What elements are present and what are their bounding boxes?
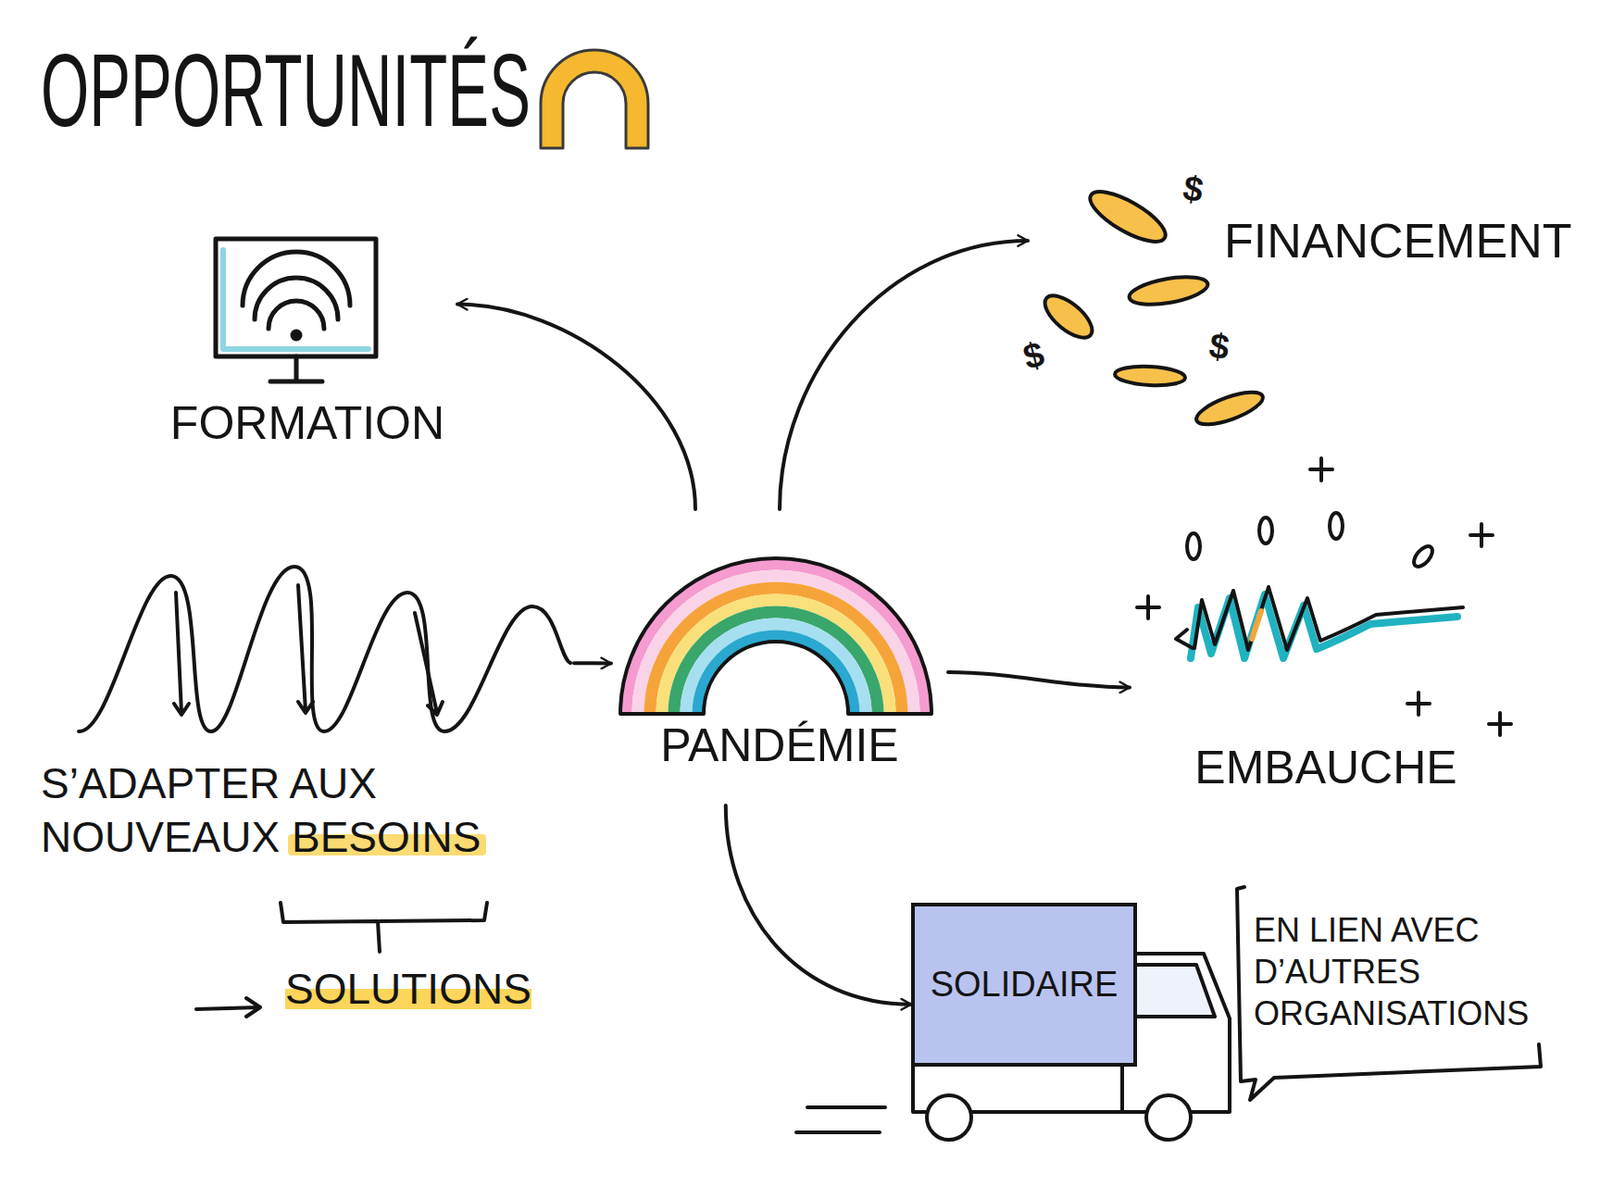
- solutions-arrow: [196, 998, 261, 1017]
- diagram-title: OPPORTUNITÉS: [40, 33, 531, 148]
- hands-icon: [1488, 712, 1512, 736]
- coins-icon: [1083, 182, 1173, 251]
- connector-arrow: [725, 805, 912, 1005]
- adaptation-node: S’ADAPTER AUX NOUVEAUX BESOINS: [37, 555, 575, 908]
- truck-icon: [1133, 964, 1215, 1017]
- wave-icon: [78, 566, 571, 732]
- monitor-icon: [215, 238, 376, 382]
- connector-arrow: [779, 240, 1028, 510]
- node-label: FORMATION: [157, 398, 458, 450]
- rainbow-icon: [650, 587, 902, 714]
- hands-icon: [1410, 543, 1436, 571]
- rainbow-icon: [662, 600, 890, 714]
- formation-node: FORMATION: [157, 231, 458, 475]
- rainbow-icon: [698, 636, 854, 714]
- node-label: PANDÉMIE: [611, 720, 949, 772]
- dollar-sign: $: [1180, 168, 1207, 211]
- hands-icon: [1137, 458, 1512, 736]
- monitor-icon: [223, 250, 369, 350]
- node-label: FINANCEMENT: [1224, 214, 1573, 268]
- truck-icon: [926, 1095, 972, 1140]
- coins-icon: [1126, 272, 1210, 311]
- connector-arrow: [948, 672, 1130, 688]
- coins-icon: [1192, 386, 1267, 432]
- hands-icon: [1407, 692, 1430, 715]
- brace: [280, 902, 488, 952]
- hands-icon: [1137, 458, 1512, 736]
- hands-icon: [1137, 596, 1160, 619]
- arch-icon: [540, 50, 649, 149]
- hands-icon: [1175, 629, 1193, 649]
- hands-icon: [1310, 458, 1333, 481]
- hands-icon: [1329, 512, 1343, 539]
- rainbow-icon: [686, 624, 866, 714]
- truck-icon: [1146, 1095, 1191, 1140]
- callout-note: EN LIEN AVEC D’AUTRES ORGANISATIONS: [1253, 909, 1550, 1035]
- monitor-icon: [268, 300, 325, 329]
- embauche-node: EMBAUCHE: [1129, 444, 1523, 825]
- node-label: SOLIDAIRE: [914, 965, 1134, 1005]
- solutions-arrow: [196, 998, 261, 1017]
- monitor-icon: [270, 356, 323, 382]
- connector-arrow: [457, 304, 696, 510]
- connector-arrow: [574, 661, 612, 665]
- wave-icon: [78, 566, 571, 732]
- wave-icon: [298, 585, 313, 713]
- monitor-icon: [292, 331, 300, 339]
- coins-icon: [1114, 364, 1187, 388]
- rainbow-icon: [620, 558, 932, 714]
- solidaire-box: SOLIDAIRE: [911, 902, 1138, 1067]
- wave-icon: [414, 612, 443, 715]
- rainbow-icon: [637, 575, 914, 714]
- monitor-icon: [215, 238, 376, 357]
- brace: [280, 902, 488, 952]
- financement-node: FINANCEMENT: [1027, 157, 1584, 436]
- monitor-icon: [254, 277, 338, 320]
- rainbow-icon: [625, 563, 926, 714]
- node-label: S’ADAPTER AUX NOUVEAUX BESOINS: [40, 757, 560, 864]
- hands-icon: [1187, 533, 1200, 560]
- monitor-icon: [242, 251, 350, 306]
- node-label: EMBAUCHE: [1129, 742, 1523, 794]
- hands-icon: [1251, 611, 1262, 639]
- solutions-label: SOLUTIONS: [285, 965, 532, 1013]
- rainbow-icon: [620, 558, 932, 714]
- hands-icon: [1470, 524, 1493, 547]
- coins-icon: [1037, 287, 1099, 345]
- hands-icon: [1259, 517, 1273, 544]
- dollar-sign: $: [1019, 335, 1049, 378]
- truck-icon: [1122, 953, 1230, 1113]
- pandemie-node: PANDÉMIE: [611, 509, 949, 806]
- dollar-sign: $: [1206, 326, 1232, 368]
- wave-icon: [174, 592, 189, 715]
- hands-icon: [1194, 587, 1463, 650]
- truck-icon: [796, 1107, 886, 1133]
- hands-icon: [1190, 594, 1458, 659]
